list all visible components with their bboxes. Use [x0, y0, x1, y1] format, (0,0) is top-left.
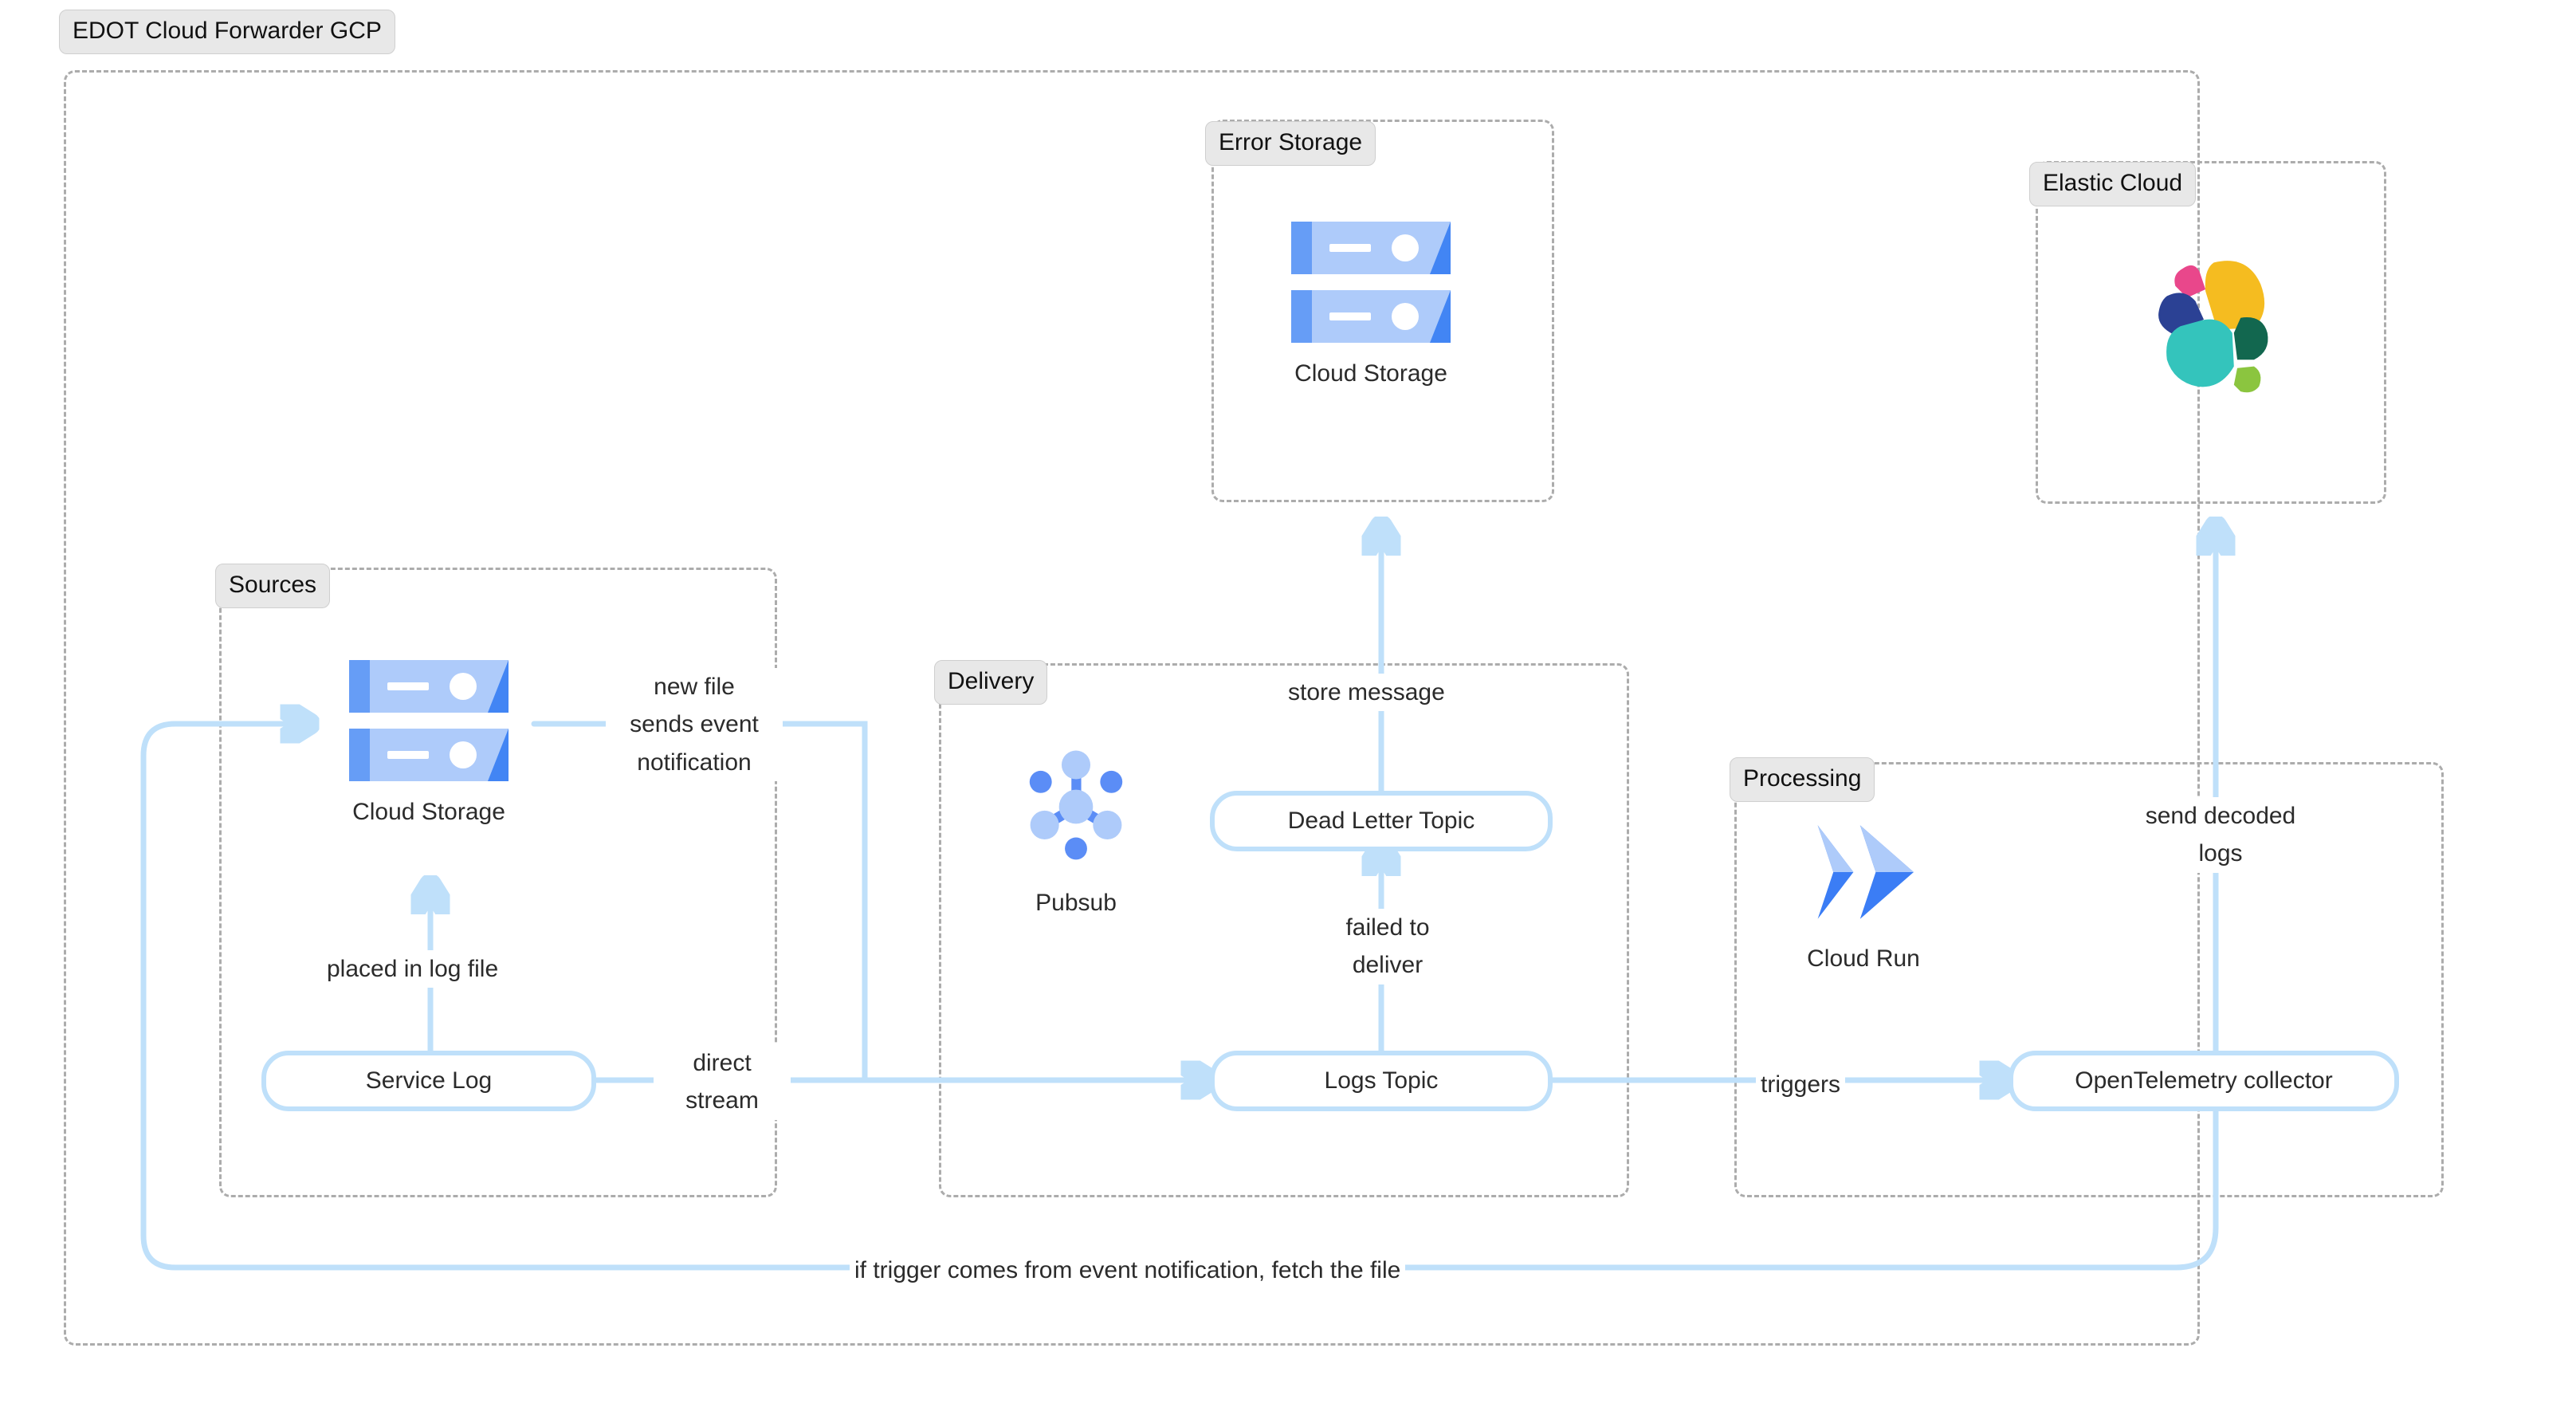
- group-sources: [219, 568, 777, 1197]
- group-delivery: [939, 663, 1629, 1197]
- group-processing-label: Processing: [1730, 757, 1875, 802]
- edge-label-placed-in-log-file: placed in log file: [322, 950, 504, 988]
- cloud-storage-icon-error: Cloud Storage: [1291, 222, 1451, 387]
- node-logs-topic[interactable]: Logs Topic: [1210, 1051, 1553, 1111]
- edge-label-failed-to-deliver: failed to deliver: [1319, 909, 1456, 984]
- pubsub-caption: Pubsub: [1035, 890, 1117, 916]
- pubsub-glyph: [1029, 750, 1123, 860]
- edge-label-send-decoded-logs: send decoded logs: [2120, 797, 2321, 873]
- group-error-storage-label: Error Storage: [1205, 121, 1376, 166]
- group-delivery-label: Delivery: [934, 660, 1048, 705]
- cloud-storage-caption: Cloud Storage: [1294, 360, 1447, 387]
- elastic-logo-icon: [2120, 239, 2287, 407]
- edge-fetch-file-feedback-loop: [140, 724, 2219, 1271]
- node-service-log-label: Service Log: [365, 1067, 493, 1094]
- node-dead-letter-topic-label: Dead Letter Topic: [1287, 808, 1475, 834]
- cloud-run-icon: Cloud Run: [1800, 816, 1927, 973]
- group-elastic-cloud-label: Elastic Cloud: [2029, 162, 2197, 206]
- cloud-run-glyph: [1817, 825, 1914, 919]
- edge-label-store-message: store message: [1283, 674, 1450, 712]
- node-dead-letter-topic[interactable]: Dead Letter Topic: [1210, 791, 1553, 851]
- cloud-run-caption: Cloud Run: [1807, 945, 1920, 972]
- node-logs-topic-label: Logs Topic: [1324, 1067, 1439, 1094]
- node-opentelemetry-collector-label: OpenTelemetry collector: [2075, 1067, 2333, 1094]
- node-opentelemetry-collector[interactable]: OpenTelemetry collector: [2009, 1051, 2399, 1111]
- group-sources-label: Sources: [215, 564, 331, 608]
- cloud-storage-glyph: [1291, 222, 1451, 343]
- edge-label-triggers: triggers: [1756, 1066, 1846, 1104]
- edge-label-direct-stream: direct stream: [654, 1044, 791, 1120]
- cloud-storage-glyph: [349, 660, 509, 781]
- root-container: [64, 70, 2200, 1346]
- group-elastic-cloud: [2036, 161, 2386, 504]
- node-service-log[interactable]: Service Log: [261, 1051, 596, 1111]
- edge-label-fetch-the-file: if trigger comes from event notification…: [850, 1252, 1406, 1290]
- root-container-label: EDOT Cloud Forwarder GCP: [59, 10, 395, 54]
- group-error-storage: [1211, 120, 1554, 502]
- cloud-storage-caption: Cloud Storage: [352, 799, 505, 825]
- pubsub-icon: Pubsub: [1011, 741, 1141, 917]
- group-processing: [1734, 762, 2444, 1197]
- cloud-storage-icon-sources: Cloud Storage: [349, 660, 509, 826]
- elastic-logo-glyph: [2158, 261, 2268, 393]
- edge-label-new-file: new file sends event notification: [606, 668, 783, 782]
